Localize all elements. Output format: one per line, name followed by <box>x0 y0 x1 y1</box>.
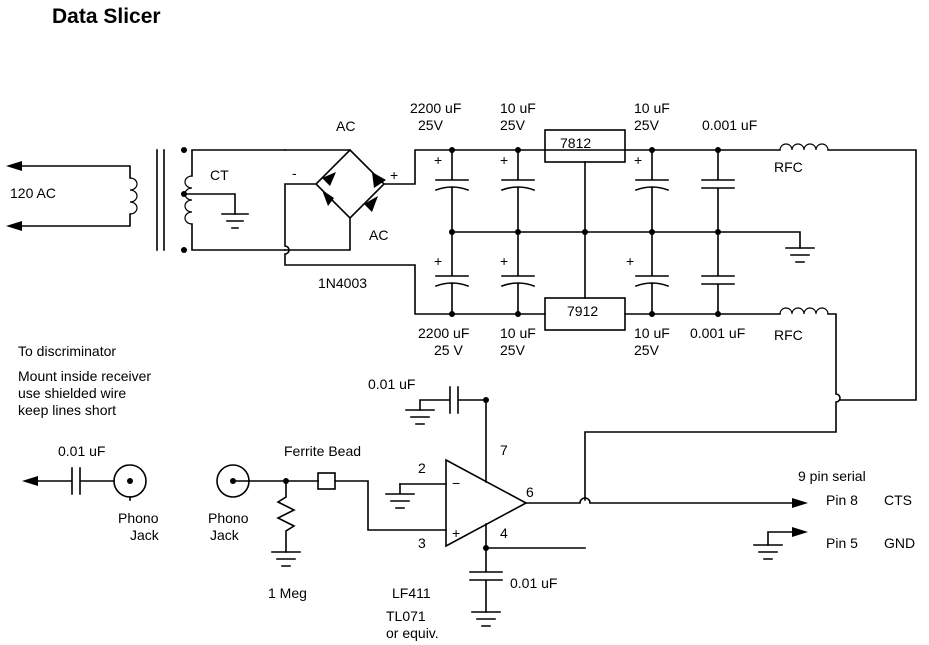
bridge-rectifier: AC AC - + 1N4003 <box>284 118 546 315</box>
cap-plus-2: + <box>500 152 508 168</box>
cap-plus-7: + <box>626 253 634 269</box>
input-jack: Phono Jack Ferrite Bead 1 Meg <box>208 443 447 601</box>
svg-text:keep lines short: keep lines short <box>18 402 116 418</box>
svg-text:TL071: TL071 <box>386 608 426 624</box>
mains-label: 120 AC <box>10 185 56 201</box>
svg-text:10 uF: 10 uF <box>634 325 670 341</box>
svg-text:25V: 25V <box>500 342 526 358</box>
regulator-7812: 7812 <box>560 135 591 151</box>
diode-part-label: 1N4003 <box>318 275 367 291</box>
svg-text:use shielded wire: use shielded wire <box>18 385 126 401</box>
svg-text:2200 uF: 2200 uF <box>410 100 461 116</box>
serial-port: 9 pin serial Pin 8 CTS Pin 5 GND <box>753 468 915 560</box>
svg-text:−: − <box>452 475 460 491</box>
svg-text:0.01 uF: 0.01 uF <box>368 376 415 392</box>
svg-text:25V: 25V <box>634 117 660 133</box>
opamp-part-label: LF411 <box>392 585 431 601</box>
bridge-plus: + <box>390 167 398 183</box>
ferrite-bead-label: Ferrite Bead <box>284 443 361 459</box>
negative-rail: 7912 RFC <box>544 297 841 501</box>
cap-plus-1: + <box>434 152 442 168</box>
svg-text:0.001 uF: 0.001 uF <box>702 117 757 133</box>
svg-text:3: 3 <box>418 535 426 551</box>
output-coupling: 0.01 uF Phono Jack <box>22 443 160 543</box>
regulator-7912: 7912 <box>567 303 598 319</box>
svg-text:25V: 25V <box>418 117 444 133</box>
svg-text:2200 uF: 2200 uF <box>418 325 469 341</box>
rfc-bottom-label: RFC <box>774 327 803 343</box>
svg-text:+: + <box>452 525 460 541</box>
svg-text:Mount inside receiver: Mount inside receiver <box>18 368 151 384</box>
svg-text:2: 2 <box>418 460 426 476</box>
cap-plus-6: + <box>500 253 508 269</box>
bridge-minus: - <box>292 165 297 181</box>
ground-bus <box>449 161 815 299</box>
svg-text:CTS: CTS <box>884 492 912 508</box>
negative-filter-caps: + + + <box>434 231 735 317</box>
positive-cap-labels: 2200 uF 25V 10 uF 25V 10 uF 25V 0.001 uF <box>410 100 757 133</box>
svg-text:Pin 5: Pin 5 <box>826 535 858 551</box>
svg-text:7: 7 <box>500 442 508 458</box>
svg-text:0.01 uF: 0.01 uF <box>510 575 557 591</box>
supply-decoupling: 0.01 uF <box>368 376 487 425</box>
positive-filter-caps: + + + <box>434 147 735 233</box>
svg-text:0.001 uF: 0.001 uF <box>690 325 745 341</box>
power-transformer: CT <box>129 147 286 253</box>
svg-text:0.01 uF: 0.01 uF <box>58 443 105 459</box>
svg-text:25 V: 25 V <box>434 342 463 358</box>
svg-text:or equiv.: or equiv. <box>386 625 439 641</box>
svg-text:9 pin serial: 9 pin serial <box>798 468 866 484</box>
notes: To discriminator Mount inside receiver u… <box>18 343 151 418</box>
bridge-ac-top: AC <box>336 118 355 134</box>
to-discriminator-label: To discriminator <box>18 343 116 359</box>
negative-cap-labels: 2200 uF 25 V 10 uF 25V 10 uF 25V 0.001 u… <box>418 325 745 358</box>
svg-text:Jack: Jack <box>130 527 160 543</box>
positive-rail: 7812 RFC <box>544 129 917 401</box>
svg-text:10 uF: 10 uF <box>634 100 670 116</box>
svg-text:Jack: Jack <box>210 527 240 543</box>
ac-input: 120 AC <box>6 161 131 231</box>
rfc-top-label: RFC <box>774 159 803 175</box>
cap-plus-5: + <box>434 253 442 269</box>
svg-text:10 uF: 10 uF <box>500 100 536 116</box>
svg-text:6: 6 <box>526 484 534 500</box>
svg-text:25V: 25V <box>634 342 660 358</box>
svg-text:Phono: Phono <box>208 510 249 526</box>
bridge-ac-bottom: AC <box>369 227 388 243</box>
svg-text:Phono: Phono <box>118 510 159 526</box>
svg-text:4: 4 <box>500 525 508 541</box>
page-title: Data Slicer <box>52 5 161 28</box>
center-tap-label: CT <box>210 167 229 183</box>
resistor-label: 1 Meg <box>268 585 307 601</box>
opamp: − + 2 3 4 6 7 0.01 uF LF411 TL071 or equ… <box>385 397 793 641</box>
svg-text:25V: 25V <box>500 117 526 133</box>
cap-plus-3: + <box>634 152 642 168</box>
svg-text:Pin 8: Pin 8 <box>826 492 858 508</box>
svg-text:10 uF: 10 uF <box>500 325 536 341</box>
svg-text:GND: GND <box>884 535 915 551</box>
